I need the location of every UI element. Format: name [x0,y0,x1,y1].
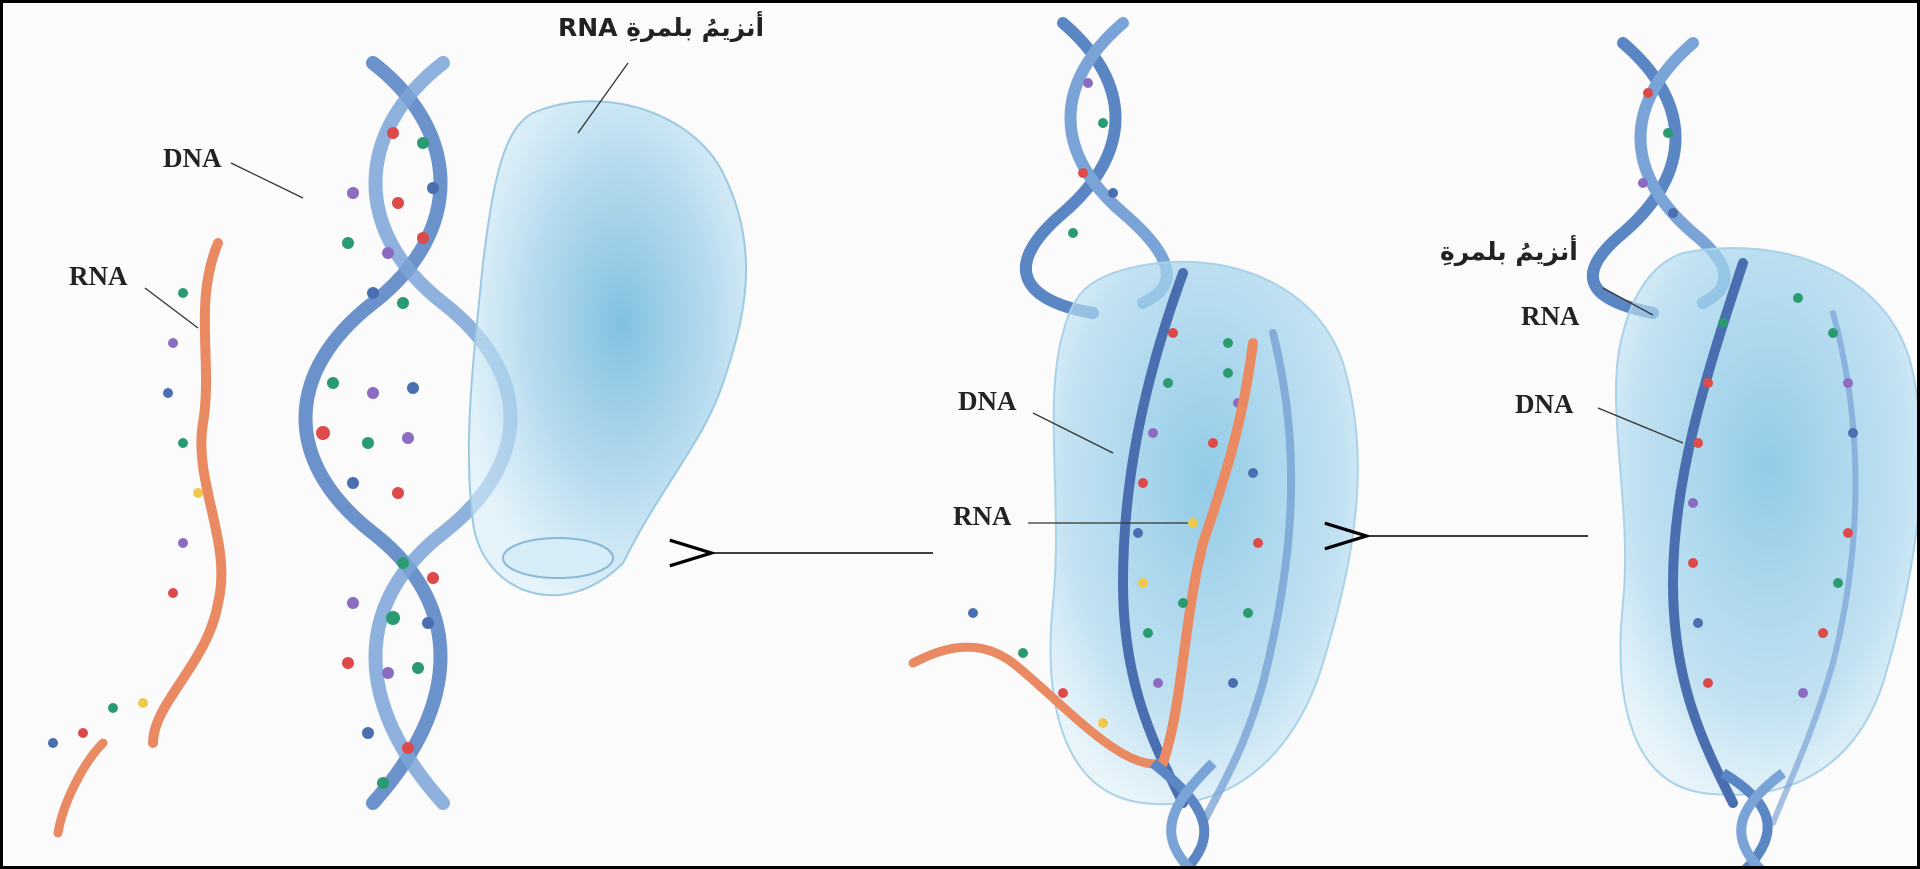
rna-polymerase-enzyme-1 [469,101,746,595]
label-rna-polymerase-p3: أنزيمُ بلمرةِ [1440,239,1578,264]
panel-1 [48,63,746,833]
rna-polymerase-enzyme-3 [1616,248,1920,795]
label-rna-p1: RNA [69,263,128,290]
label-rna-p2: RNA [953,503,1012,530]
label-dna-p3: DNA [1515,391,1574,418]
label-rna-p3: RNA [1521,303,1580,330]
label-rna-polymerase-p1: أنزيمُ بلمرةِ RNA [558,15,764,40]
diagram-artwork [3,3,1920,869]
label-dna-p1: DNA [163,145,222,172]
panel-2 [913,23,1358,869]
rna-strand-1 [48,243,221,833]
label-dna-p2: DNA [958,388,1017,415]
panel-3 [1593,43,1920,869]
